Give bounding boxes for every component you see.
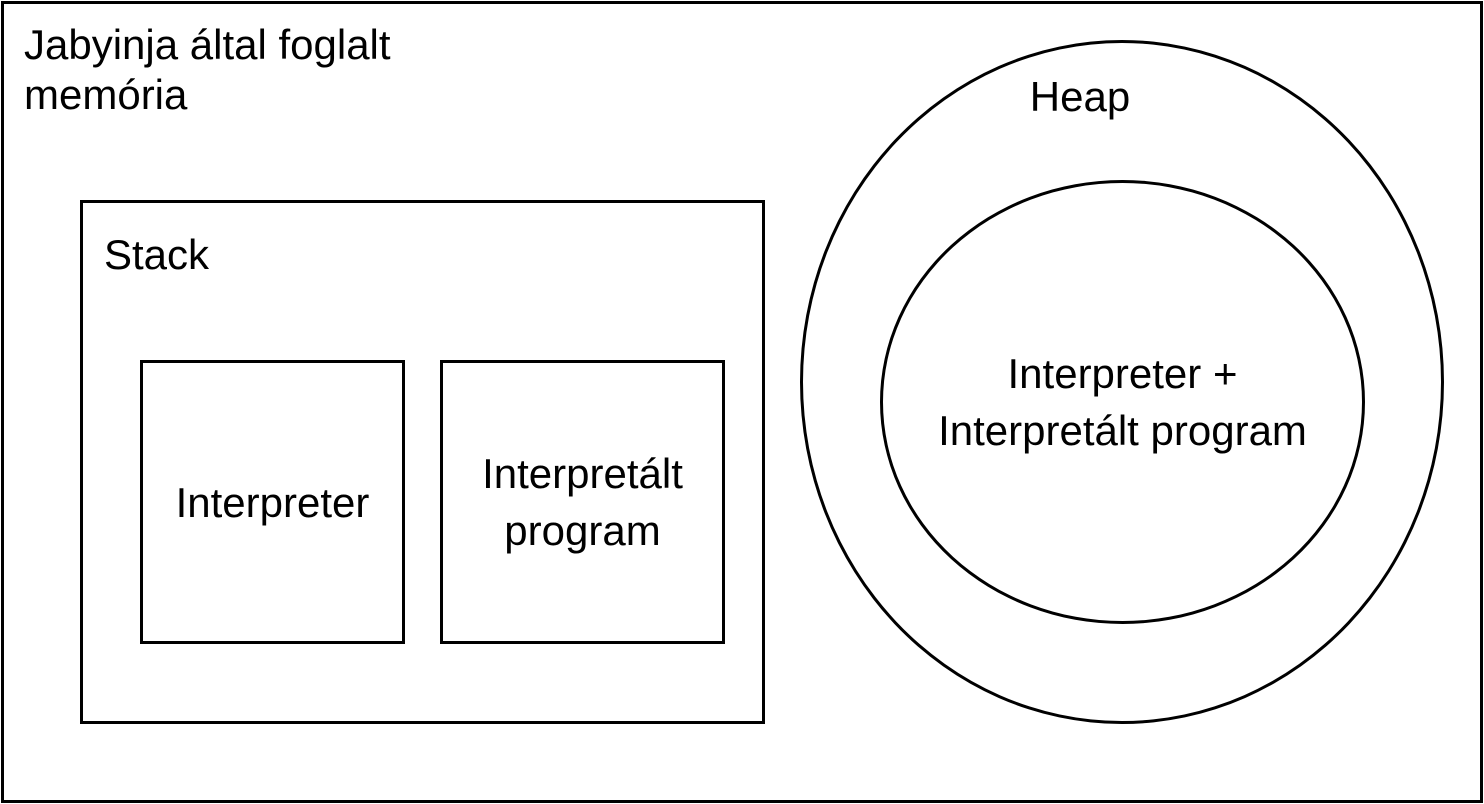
heap-content: Interpreter + Interpretált program (880, 180, 1365, 624)
heap-label: Heap (1029, 73, 1131, 120)
stack-item-interpreter-label: Interpreter (175, 478, 370, 526)
stack-item-interpreter: Interpreter (140, 360, 405, 644)
stack-item-interpreted-program-label: Interpretált program (482, 450, 683, 554)
stack-item-interpreted-program: Interpretált program (440, 360, 725, 644)
memory-region-title: Jabyinja által foglalt memória (24, 21, 391, 118)
heap-content-label: Interpreter + Interpretált program (938, 350, 1307, 454)
stack-label: Stack (104, 231, 210, 278)
